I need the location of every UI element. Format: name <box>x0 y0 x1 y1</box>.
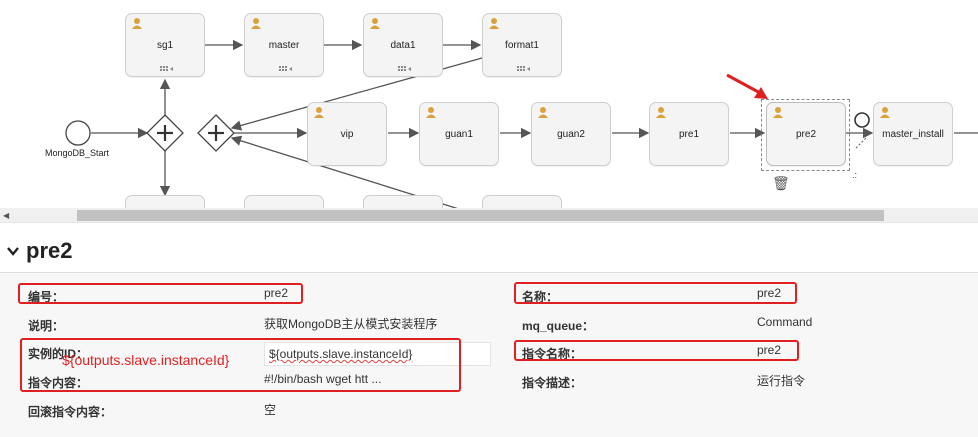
annotation-arrow-icon <box>726 73 768 99</box>
task-bottom-1[interactable] <box>125 195 205 210</box>
mq-queue-label: mq_queue： <box>522 319 595 333</box>
task-label: pre1 <box>678 129 699 140</box>
user-task-icon <box>656 107 666 118</box>
user-task-icon <box>489 18 499 29</box>
properties-grid: 编号： pre2 名称： pre2 说明： 获取MongoDB主从模式安装程序 … <box>0 273 978 437</box>
start-event[interactable] <box>65 120 91 146</box>
parallel-gateway-2[interactable] <box>197 114 235 152</box>
desc-label: 说明： <box>28 319 65 333</box>
command-name-label: 指令名称： <box>522 347 583 361</box>
annotation-box-name <box>514 282 797 304</box>
multi-instance-icon <box>160 66 173 71</box>
annotation-box-instance-command <box>20 338 461 392</box>
task-bottom-3[interactable] <box>363 195 443 210</box>
name-label: 名称： <box>522 290 559 304</box>
command-desc-label: 指令描述： <box>522 376 583 390</box>
details-panel: pre2 编号： pre2 名称： pre2 说明： 获取MongoDB主从模式… <box>0 223 978 437</box>
task-bottom-4[interactable] <box>482 195 562 210</box>
task-label: vip <box>340 129 354 140</box>
selection-outline <box>761 99 850 171</box>
task-label: master_install <box>882 129 944 140</box>
command-desc-value: 运行指令 <box>757 374 806 388</box>
dashed-connector <box>855 137 867 149</box>
task-pre2[interactable]: pre2 <box>766 102 846 166</box>
instance-id-annotation: ${outputs.slave.instanceId} <box>62 352 230 368</box>
parallel-gateway-1[interactable] <box>146 114 184 152</box>
multi-instance-icon <box>398 66 411 71</box>
multi-instance-icon <box>279 66 292 71</box>
command-content-value[interactable]: #!/bin/bash wget htt ... <box>264 372 382 386</box>
task-master[interactable]: master <box>244 13 324 77</box>
user-task-icon <box>538 107 548 118</box>
name-value: pre2 <box>757 286 782 300</box>
user-task-icon <box>314 107 324 118</box>
task-label: sg1 <box>156 40 174 51</box>
command-content-label: 指令内容： <box>28 376 89 390</box>
user-task-icon <box>370 18 380 29</box>
task-bottom-2[interactable] <box>244 195 324 210</box>
task-label: guan1 <box>445 129 473 140</box>
append-end-event-icon[interactable] <box>854 112 870 128</box>
user-task-icon <box>880 107 890 118</box>
task-label: format1 <box>505 40 539 51</box>
user-task-icon <box>426 107 436 118</box>
task-label: guan2 <box>557 129 585 140</box>
instance-id-input-value: ${outputs.slave.instanceId} <box>269 347 413 361</box>
user-task-icon <box>251 18 261 29</box>
annotation-box-command-name <box>514 340 799 361</box>
multi-instance-icon <box>517 66 530 71</box>
chevron-down-icon[interactable] <box>6 244 20 258</box>
task-master-install[interactable]: master_install <box>873 102 953 166</box>
instance-id-input[interactable]: ${outputs.slave.instanceId} <box>264 342 491 366</box>
task-guan1[interactable]: guan1 <box>419 102 499 166</box>
scroll-left-arrow-icon[interactable]: ◀ <box>3 211 10 220</box>
trash-icon[interactable]: 🗑 <box>772 175 790 191</box>
task-sg1[interactable]: sg1 <box>125 13 205 77</box>
start-event-label: MongoDB_Start <box>45 148 110 158</box>
task-guan2[interactable]: guan2 <box>531 102 611 166</box>
horizontal-scrollbar[interactable]: ◀ <box>0 208 978 223</box>
details-title: pre2 <box>26 238 73 263</box>
user-task-icon <box>132 18 142 29</box>
task-format1[interactable]: format1 <box>482 13 562 77</box>
task-vip[interactable]: vip <box>307 102 387 166</box>
desc-value: 获取MongoDB主从模式安装程序 <box>264 317 438 331</box>
command-name-value: pre2 <box>757 343 782 357</box>
task-label: data1 <box>390 40 416 51</box>
scrollbar-thumb[interactable] <box>77 210 884 221</box>
instance-id-label: 实例的ID： <box>28 347 89 361</box>
mq-queue-value: Command <box>757 315 813 329</box>
divider <box>0 272 978 273</box>
rollback-value: 空 <box>264 403 277 417</box>
task-label: pre2 <box>795 129 816 140</box>
details-header[interactable]: pre2 <box>6 235 72 267</box>
rollback-label: 回滚指令内容： <box>28 405 113 419</box>
id-label: 编号： <box>28 290 65 304</box>
svg-text:.:: .: <box>852 170 857 180</box>
task-data1[interactable]: data1 <box>363 13 443 77</box>
workflow-canvas[interactable]: .: MongoDB_Start sg1 master data1 format… <box>0 0 978 210</box>
user-task-icon <box>773 107 783 118</box>
task-pre1[interactable]: pre1 <box>649 102 729 166</box>
annotation-box-id <box>18 283 303 304</box>
task-label: master <box>268 40 300 51</box>
id-value: pre2 <box>264 286 289 300</box>
